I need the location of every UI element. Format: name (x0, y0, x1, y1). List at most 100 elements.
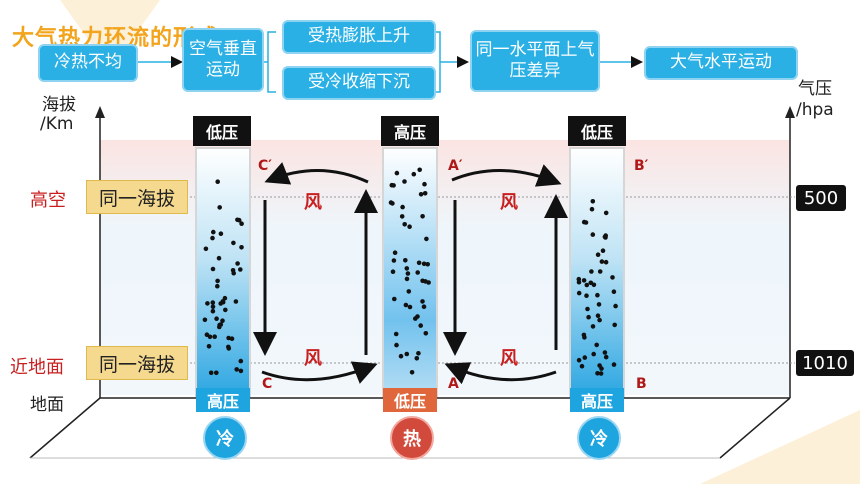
air-particle (423, 331, 429, 336)
flow-uneven-heating: 冷热不均 (38, 44, 138, 82)
air-particle (416, 351, 421, 356)
air-particle (216, 255, 222, 261)
air-particle (238, 368, 244, 374)
air-particle (413, 316, 418, 321)
air-particle (223, 307, 228, 313)
air-particle (235, 261, 240, 266)
flow-pressure-difference: 同一水平面上气压差异 (470, 30, 600, 92)
air-particle (239, 221, 244, 226)
air-particle (613, 303, 618, 309)
air-particle (599, 259, 605, 264)
air-particle (591, 351, 596, 357)
air-column-center (382, 147, 438, 397)
air-particle (583, 220, 589, 225)
air-particle (421, 304, 427, 310)
air-particle (582, 355, 588, 360)
air-particle (589, 269, 594, 274)
air-particle (603, 354, 609, 360)
air-particle (417, 167, 423, 173)
air-particle (422, 181, 427, 187)
ground-label: 地面 (30, 395, 64, 415)
air-particle (597, 317, 602, 323)
air-particle (406, 289, 412, 294)
point-c: C (262, 376, 273, 392)
air-particle (218, 301, 223, 306)
air-particle (420, 299, 425, 304)
air-particle (411, 171, 417, 177)
air-particle (210, 304, 216, 310)
air-particle (584, 293, 589, 299)
air-particle (584, 282, 590, 288)
air-particle (416, 260, 422, 266)
air-particle (403, 302, 409, 308)
wind-label-bottom-right: 风 (500, 348, 518, 369)
air-particle (207, 334, 213, 340)
air-particle (210, 308, 216, 314)
air-particle (603, 210, 609, 216)
wind-label-top-left: 风 (304, 192, 322, 213)
right-bottom-pressure: 高压 (570, 388, 624, 412)
air-particle (214, 370, 219, 376)
air-particle (422, 191, 428, 196)
air-particle (404, 276, 410, 282)
high-altitude-label: 高空 (30, 190, 66, 211)
air-particle (582, 335, 587, 340)
air-particle (210, 300, 216, 305)
air-particle (590, 199, 596, 204)
air-column-left (195, 147, 251, 397)
air-particle (586, 314, 591, 320)
air-particle (576, 357, 582, 363)
air-particle (595, 252, 601, 257)
air-particle (418, 323, 424, 328)
flow-cooled-sink: 受冷收缩下沉 (282, 66, 436, 100)
air-particle (218, 322, 224, 327)
air-particle (210, 266, 216, 272)
air-particle (420, 214, 425, 219)
air-particle (218, 231, 224, 236)
air-particle (407, 224, 412, 229)
air-particle (400, 204, 405, 210)
air-particle (215, 179, 220, 184)
air-particle (217, 205, 222, 210)
wind-label-top-right: 风 (500, 192, 518, 213)
right-top-pressure: 低压 (568, 116, 626, 146)
cold-icon: 冷 (203, 416, 247, 460)
air-particle (414, 356, 420, 361)
air-particle (399, 214, 405, 219)
near-ground-label: 近地面 (10, 357, 64, 378)
air-particle (233, 299, 239, 304)
air-particle (238, 358, 244, 364)
air-particle (230, 268, 236, 273)
air-particle (391, 183, 396, 188)
air-particle (238, 267, 243, 272)
flow-horizontal-motion: 大气水平运动 (644, 46, 798, 80)
air-particle (215, 278, 220, 284)
point-a: A (448, 376, 459, 392)
air-particle (220, 318, 225, 324)
altitude-label: 海拔 (42, 95, 76, 115)
pressure-value-high: 500 (796, 185, 846, 211)
air-particle (602, 234, 608, 240)
air-particle (611, 289, 617, 295)
air-particle (425, 262, 431, 267)
air-particle (590, 232, 596, 237)
air-particle (212, 334, 217, 340)
flow-heated-rise: 受热膨胀上升 (282, 20, 436, 54)
air-particle (581, 278, 587, 283)
heat-icon: 热 (390, 416, 434, 460)
air-particle (426, 280, 431, 285)
point-b-prime: B′ (634, 158, 649, 174)
air-particle (402, 179, 407, 184)
air-particle (598, 371, 604, 376)
flow-vertical-motion: 空气垂直运动 (182, 28, 264, 92)
air-particle (576, 290, 582, 296)
air-particle (402, 222, 408, 227)
point-c-prime: C′ (258, 158, 272, 174)
air-particle (239, 245, 244, 250)
air-particle (421, 261, 427, 267)
air-particle (226, 344, 231, 350)
air-particle (597, 269, 603, 274)
air-particle (394, 342, 399, 348)
air-particle (424, 236, 429, 242)
air-particle (202, 317, 208, 323)
